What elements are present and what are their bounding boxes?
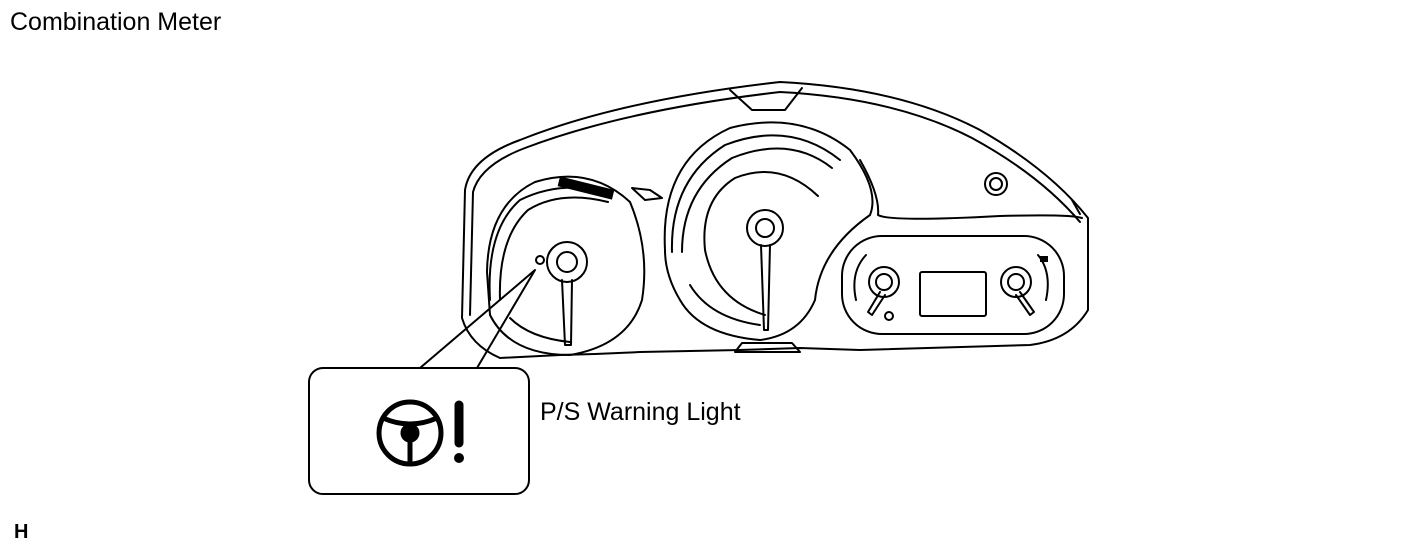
fuel-gauge-needle bbox=[867, 291, 886, 316]
trip-reset-knob-inner bbox=[989, 177, 1003, 191]
meter-housing-outline bbox=[461, 81, 1089, 359]
left-gauge bbox=[486, 175, 646, 356]
speedometer-inner-arc bbox=[703, 171, 819, 316]
speedometer-hub-outer bbox=[746, 209, 784, 247]
meter-housing-inner-rim bbox=[469, 91, 1081, 316]
speedometer-bottom-tab bbox=[734, 342, 801, 353]
speedometer-hub-inner bbox=[755, 218, 775, 238]
temp-gauge-needle bbox=[1015, 291, 1035, 316]
fuel-gauge-small-dot bbox=[884, 311, 894, 321]
right-subgauge-panel bbox=[841, 235, 1065, 335]
left-gauge-redzone bbox=[557, 176, 615, 200]
diagram-title: Combination Meter bbox=[10, 8, 222, 36]
temp-gauge-hub-outer bbox=[1000, 266, 1032, 298]
temp-gauge-mark bbox=[1040, 256, 1048, 262]
right-panel-ledge bbox=[859, 159, 1083, 220]
subgauge-panel-frame bbox=[841, 235, 1065, 335]
exclamation-dot bbox=[454, 453, 464, 463]
steering-wheel-hub bbox=[400, 423, 420, 443]
left-gauge-hub-inner bbox=[556, 251, 578, 273]
power-steering-warning-icon bbox=[376, 399, 464, 467]
callout-leader bbox=[419, 269, 536, 369]
fuel-gauge-hub-inner bbox=[875, 273, 893, 291]
fuel-gauge-hub-outer bbox=[868, 266, 900, 298]
speedometer-scale-inner bbox=[681, 147, 833, 253]
temp-gauge-hub-inner bbox=[1007, 273, 1025, 291]
speedometer-bezel bbox=[663, 121, 874, 341]
corner-code: H bbox=[14, 521, 29, 543]
speedometer-needle bbox=[760, 244, 771, 331]
left-gauge-needle bbox=[561, 279, 573, 346]
odometer-display bbox=[919, 271, 987, 317]
trip-reset-knob-outer bbox=[984, 172, 1008, 196]
ps-warning-light-label: P/S Warning Light bbox=[540, 398, 741, 426]
speedometer-scale-outer bbox=[670, 134, 841, 253]
center-speedometer bbox=[663, 121, 874, 353]
right-edge-notch bbox=[1071, 199, 1081, 215]
left-gauge-hub-outer bbox=[546, 241, 588, 283]
left-gauge-scale-lower bbox=[509, 317, 571, 343]
callout-box bbox=[308, 367, 530, 495]
top-notch bbox=[729, 87, 803, 111]
speedometer-scale-lower bbox=[689, 284, 761, 326]
left-gauge-scale-inner bbox=[498, 196, 609, 301]
left-bridge bbox=[631, 187, 663, 201]
steering-wheel-rim bbox=[376, 399, 444, 467]
left-gauge-bezel bbox=[486, 175, 646, 356]
fuel-gauge-scale bbox=[853, 254, 867, 301]
ps-warning-indicator-spot bbox=[535, 255, 545, 265]
